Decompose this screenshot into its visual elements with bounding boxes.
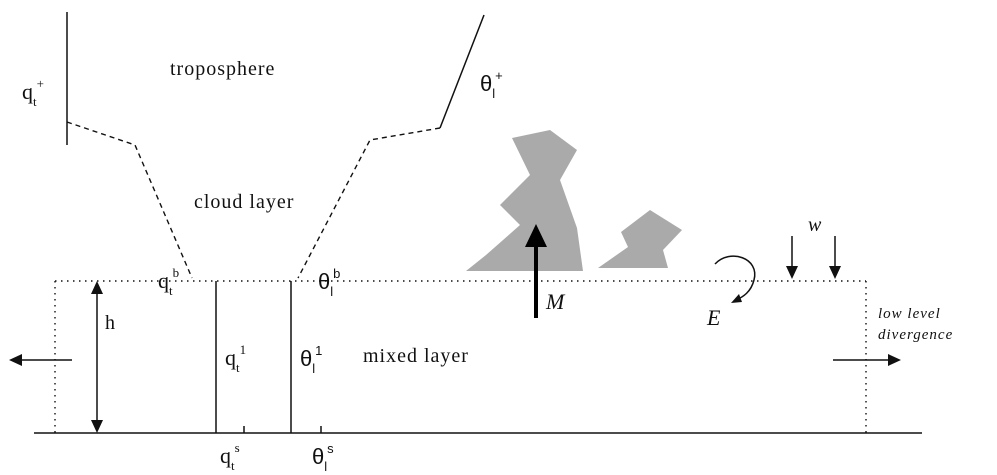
theta-cloud-profile-dashed <box>297 127 441 279</box>
divergence-label: divergence <box>878 327 953 343</box>
mixed-layer-label: mixed layer <box>363 345 469 367</box>
qt-surface-label: qts <box>220 440 240 473</box>
cloud-layer-label: cloud layer <box>194 191 294 213</box>
height-arrow-head-top <box>91 281 103 294</box>
qt-base-label: qtb <box>158 265 179 298</box>
mass-flux-label: M <box>545 289 566 314</box>
mass-flux-arrow-head <box>525 224 547 247</box>
divergence-arrow-right-head <box>888 354 901 366</box>
qt-cloud-profile-dashed <box>66 121 193 279</box>
theta-plus-profile <box>439 14 485 129</box>
theta-surface-label: θls <box>312 441 334 474</box>
height-arrow-head-bottom <box>91 420 103 433</box>
theta-plus-label: θl+ <box>480 68 503 101</box>
low-level-label: low level <box>878 306 941 322</box>
entrainment-arrow-head <box>731 294 742 303</box>
cumulus-cloud-large <box>466 130 583 271</box>
subsidence-label: w <box>808 214 822 236</box>
divergence-arrow-left-head <box>9 354 22 366</box>
cumulus-cloud-small <box>598 210 682 268</box>
theta-mixed-label: θl1 <box>300 343 322 376</box>
subsidence-arrow-1-head <box>786 266 798 279</box>
troposphere-label: troposphere <box>170 58 275 80</box>
qt-mixed-label: qt1 <box>225 342 246 375</box>
theta-base-label: θlb <box>318 266 340 299</box>
entrainment-label: E <box>706 305 721 330</box>
subsidence-arrow-2-head <box>829 266 841 279</box>
qt-plus-label: qt+ <box>22 76 44 109</box>
entrainment-arrow <box>714 255 756 301</box>
height-label: h <box>105 312 115 334</box>
